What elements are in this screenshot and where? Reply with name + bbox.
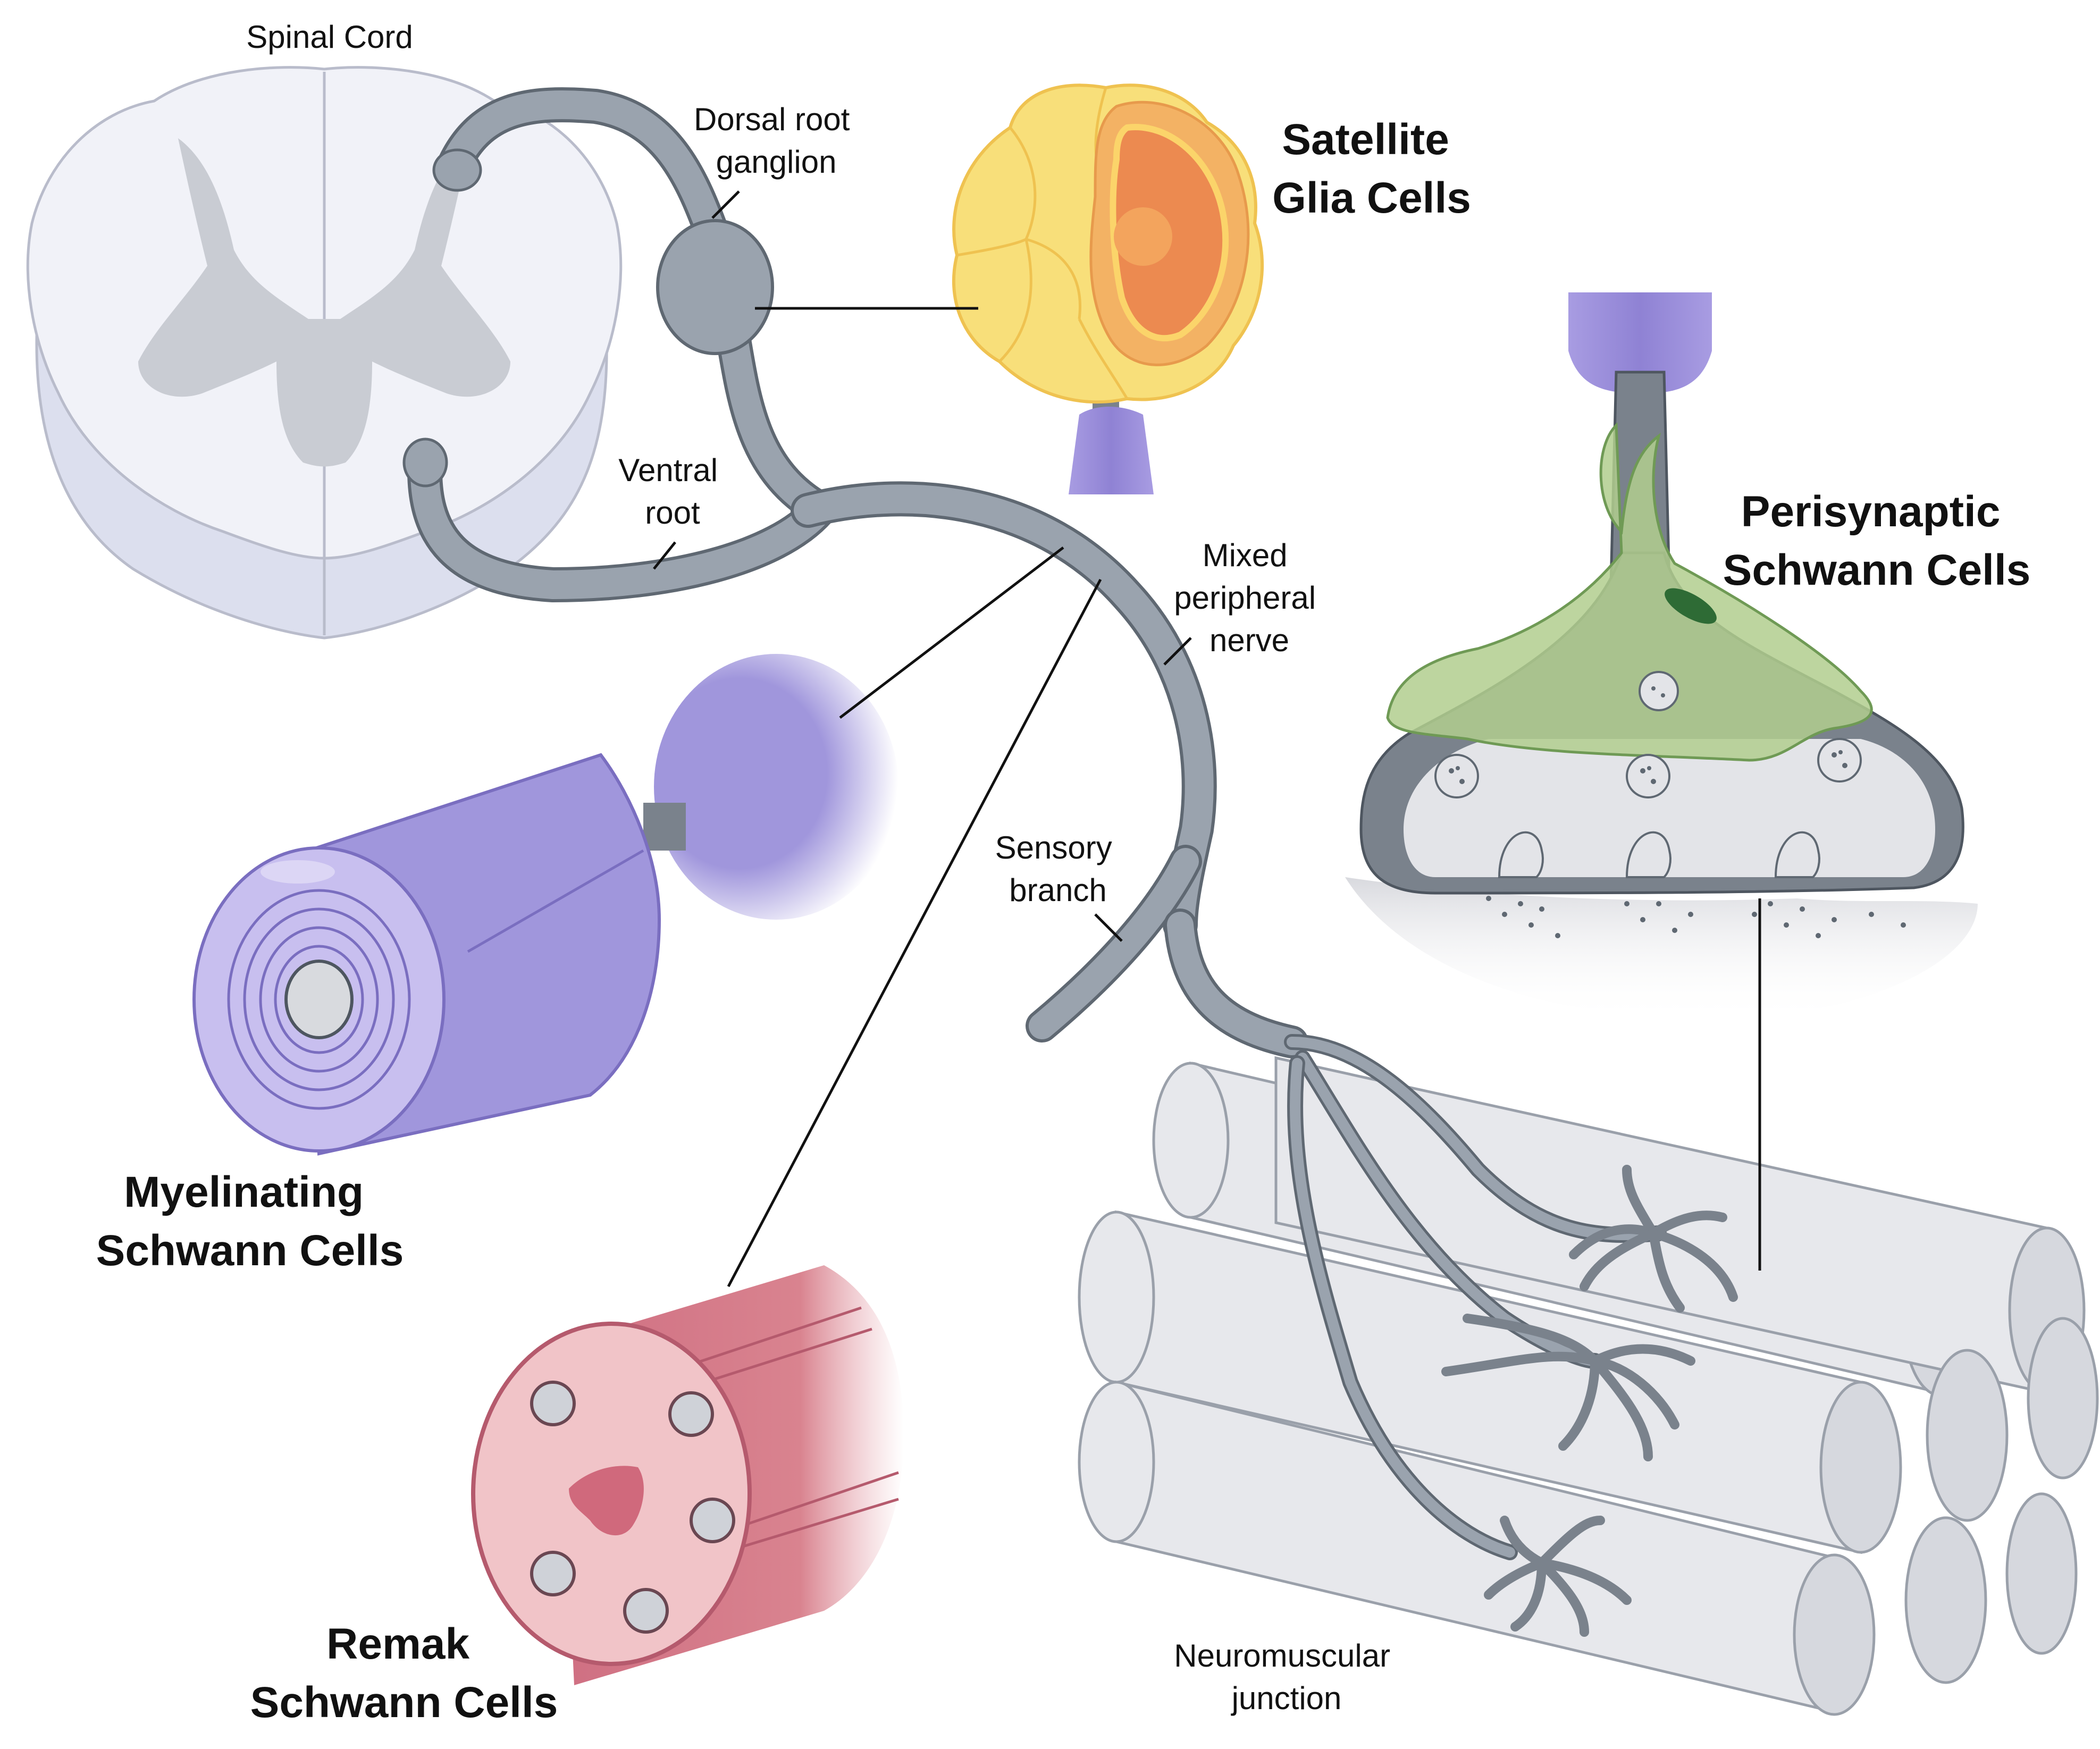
- muscle-fiber-low-1-face: [1793, 1553, 1876, 1716]
- label-perisynaptic-schwann-cells: Perisynaptic Schwann Cells: [1723, 487, 2031, 594]
- muscle-fiber-mid-3-face: [2027, 1317, 2099, 1479]
- motor-endplates: [1441, 1165, 1738, 1637]
- label-dorsal-root-ganglion: Dorsal root ganglion: [694, 102, 859, 180]
- leader-dorsal-root-ganglion: [711, 190, 740, 219]
- muscle-fiber-low-2-face: [1904, 1516, 1987, 1684]
- motor-endplate-2: [1441, 1314, 1695, 1461]
- leader-ventral-root: [653, 541, 676, 570]
- satellite-glia-illustration: [952, 83, 1264, 494]
- satellite-neuron-nucleus: [1114, 207, 1172, 266]
- myelin-highlight: [261, 860, 335, 884]
- ventral-root-tip: [402, 438, 448, 487]
- label-mixed-peripheral-nerve: Mixed peripheral nerve: [1174, 537, 1325, 658]
- label-remak-schwann-cells: Remak Schwann Cells: [250, 1620, 558, 1727]
- label-satellite-glia-cells: Satellite Glia Cells: [1272, 115, 1471, 222]
- label-spinal-cord: Spinal Cord: [246, 19, 413, 55]
- leader-nerve-to-remak: [727, 578, 1102, 1288]
- spinal-cord-illustration: [26, 66, 623, 640]
- perisynaptic-schwann-illustration: [1345, 292, 1978, 1021]
- muscle-fiber-low-1-end: [1078, 1381, 1155, 1543]
- remak-bundle-grooves: [621, 1306, 899, 1575]
- nmj-release-sites: [1498, 831, 1820, 878]
- myelin-adjacent-segment: [654, 654, 898, 920]
- muscle-fiber-mid-1-end: [1078, 1210, 1155, 1384]
- muscle-fiber-top-1-end: [1152, 1062, 1230, 1219]
- remak-nucleus: [569, 1466, 644, 1536]
- myelin-ring-3: [259, 926, 379, 1073]
- perisynaptic-nucleus: [1665, 588, 1717, 624]
- myelin-node-axon: [643, 803, 686, 851]
- muscle-fiber-mid-2-face: [1926, 1349, 2009, 1522]
- leader-mixed-peripheral-nerve: [1163, 637, 1192, 666]
- satellite-neuron-body: [1069, 407, 1154, 494]
- myelin-ring-2: [243, 907, 395, 1091]
- leader-sensory-branch: [1094, 913, 1123, 942]
- nmj-neurotransmitter-dots: [1486, 896, 1906, 938]
- leader-nerve-to-myelin: [839, 546, 1064, 719]
- nmj-vesicle-dots: [1449, 686, 1847, 784]
- satellite-glia-segments: [956, 87, 1129, 400]
- myelin-ring-1: [227, 889, 411, 1110]
- nmj-muscle-surface: [1345, 877, 1978, 1021]
- remak-schwann-illustration: [471, 1265, 904, 1685]
- myelinating-schwann-illustration: [192, 654, 898, 1156]
- muscle-fiber-low-3-face: [2005, 1492, 2078, 1655]
- motor-endplate-3: [1484, 1516, 1632, 1637]
- nmj-neuron-cap: [1568, 292, 1712, 393]
- label-neuromuscular-junction: Neuromuscular junction: [1174, 1638, 1399, 1716]
- spinal-cord-gray-matter: [138, 138, 510, 467]
- nerve-pathway: [402, 87, 1308, 1058]
- motor-endplate-1: [1569, 1165, 1738, 1313]
- dorsal-root-ganglion: [656, 219, 774, 355]
- remak-axons: [530, 1381, 735, 1634]
- leader-lines: [653, 190, 1761, 1288]
- label-sensory-branch: Sensory branch: [995, 830, 1121, 908]
- perisynaptic-cell-sheath: [1386, 422, 1873, 762]
- dorsal-root-tip: [432, 148, 482, 192]
- myelin-axon-core: [284, 960, 354, 1039]
- muscle-fiber-mid-1-face: [1819, 1381, 1902, 1554]
- muscle-fibers-illustration: [1078, 1056, 2099, 1716]
- label-myelinating-schwann-cells: Myelinating Schwann Cells: [96, 1168, 404, 1275]
- myelin-sheath-fold: [467, 849, 644, 953]
- diagram-labels: Spinal Cord Dorsal root ganglion Ventral…: [96, 19, 2031, 1727]
- label-ventral-root: Ventral root: [618, 452, 726, 531]
- myelin-ring-4: [274, 945, 364, 1054]
- nmj-synaptic-vesicles: [1434, 671, 1862, 798]
